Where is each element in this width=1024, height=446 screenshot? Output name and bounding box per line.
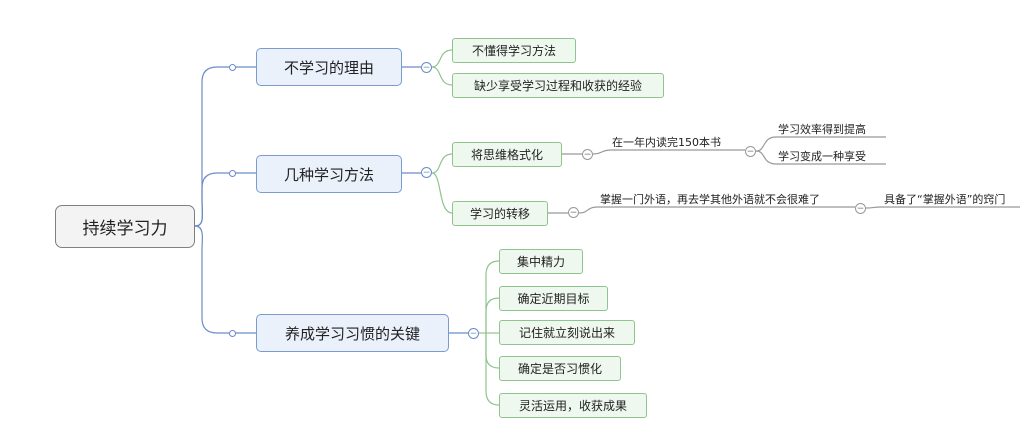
subtopic-label[interactable]: 具备了“掌握外语”的窍门 bbox=[884, 193, 1006, 206]
leaf-topic[interactable]: 灵活运用，收获成果 bbox=[499, 393, 647, 418]
edge-sub bbox=[578, 206, 855, 214]
collapse-toggle-icon[interactable]: − bbox=[468, 328, 479, 339]
collapse-toggle-icon[interactable]: − bbox=[421, 62, 432, 73]
leaf-topic[interactable]: 确定是否习惯化 bbox=[499, 356, 621, 381]
collapse-toggle-icon[interactable]: − bbox=[855, 203, 866, 214]
leaf-topic[interactable]: 记住就立刻说出来 bbox=[499, 320, 635, 345]
leaf-topic[interactable]: 将思维格式化 bbox=[452, 142, 562, 167]
leaf-topic[interactable]: 学习的转移 bbox=[452, 201, 548, 226]
edge-leaf bbox=[431, 172, 453, 214]
junction-dot-icon bbox=[229, 170, 236, 177]
junction-dot-icon bbox=[229, 64, 236, 71]
collapse-toggle-icon[interactable]: − bbox=[421, 167, 432, 178]
collapse-toggle-icon[interactable]: − bbox=[568, 207, 579, 218]
edge-leaf bbox=[431, 49, 453, 68]
collapse-toggle-icon[interactable]: − bbox=[582, 149, 593, 160]
edge-sub bbox=[755, 150, 886, 165]
collapse-toggle-icon[interactable]: − bbox=[745, 146, 756, 157]
junction-dot-icon bbox=[229, 330, 236, 337]
edge-leaf bbox=[431, 66, 453, 86]
edge-leaf bbox=[485, 297, 500, 333]
edge-root-branch bbox=[194, 172, 256, 227]
edge-sub bbox=[592, 149, 745, 155]
edge-sub bbox=[865, 206, 1020, 209]
branch-topic-habit-keys[interactable]: 养成学习习惯的关键 bbox=[256, 314, 449, 352]
branch-topic-reasons-not-learning[interactable]: 不学习的理由 bbox=[256, 48, 402, 86]
leaf-topic[interactable]: 缺少享受学习过程和收获的经验 bbox=[452, 73, 664, 98]
subtopic-label[interactable]: 学习效率得到提高 bbox=[778, 123, 866, 136]
subtopic-label[interactable]: 学习变成一种享受 bbox=[778, 150, 866, 163]
edge-root-branch bbox=[194, 66, 256, 227]
edge-leaf bbox=[485, 333, 500, 369]
leaf-topic[interactable]: 集中精力 bbox=[499, 249, 583, 274]
edge-leaf bbox=[485, 260, 500, 333]
root-topic[interactable]: 持续学习力 bbox=[55, 205, 195, 248]
edge-leaf bbox=[431, 153, 453, 174]
subtopic-label[interactable]: 掌握一门外语，再去学其他外语就不会很难了 bbox=[600, 193, 820, 206]
leaf-topic[interactable]: 不懂得学习方法 bbox=[452, 38, 576, 63]
edge-leaf bbox=[485, 333, 500, 406]
branch-topic-learning-methods[interactable]: 几种学习方法 bbox=[256, 155, 402, 193]
edge-root-branch bbox=[194, 225, 256, 334]
edge-sub bbox=[755, 136, 886, 152]
leaf-topic[interactable]: 确定近期目标 bbox=[499, 286, 608, 311]
subtopic-label[interactable]: 在一年内读完150本书 bbox=[612, 136, 721, 149]
